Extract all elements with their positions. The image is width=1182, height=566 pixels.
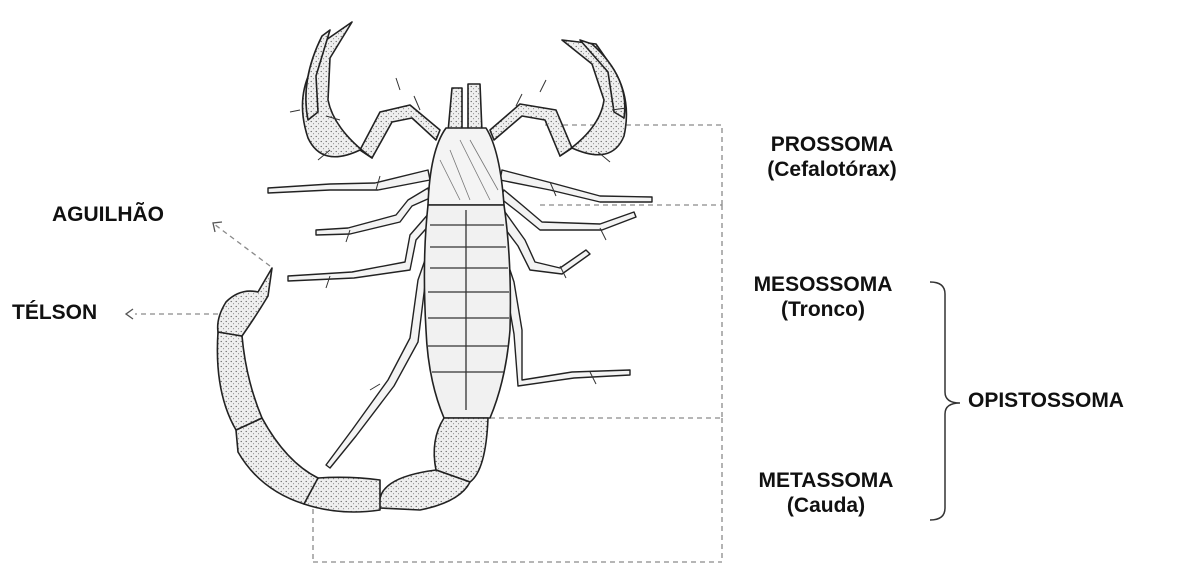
mesossoma-title: MESOSSOMA (733, 272, 913, 297)
opistossoma-bracket (930, 282, 960, 520)
aguilhao-pointer-line (214, 224, 270, 266)
prossoma-label: PROSSOMA (Cefalotórax) (744, 132, 920, 182)
mesossoma-label: MESOSSOMA (Tronco) (733, 272, 913, 322)
telson-label: TÉLSON (12, 300, 97, 325)
mesossoma-subtitle: (Tronco) (733, 297, 913, 322)
scorpion-body (424, 128, 510, 418)
mesossoma-segments (424, 205, 510, 418)
metassoma-label: METASSOMA (Cauda) (738, 468, 914, 518)
aguilhao-label: AGUILHÃO (52, 202, 164, 227)
pointer-arrowheads (126, 222, 222, 319)
metassoma-subtitle: (Cauda) (738, 493, 914, 518)
prossoma-shield (428, 128, 504, 205)
prossoma-title: PROSSOMA (744, 132, 920, 157)
scorpion-telson (218, 268, 272, 336)
metassoma-title: METASSOMA (738, 468, 914, 493)
opistossoma-label: OPISTOSSOMA (968, 388, 1124, 413)
prossoma-subtitle: (Cefalotórax) (744, 157, 920, 182)
